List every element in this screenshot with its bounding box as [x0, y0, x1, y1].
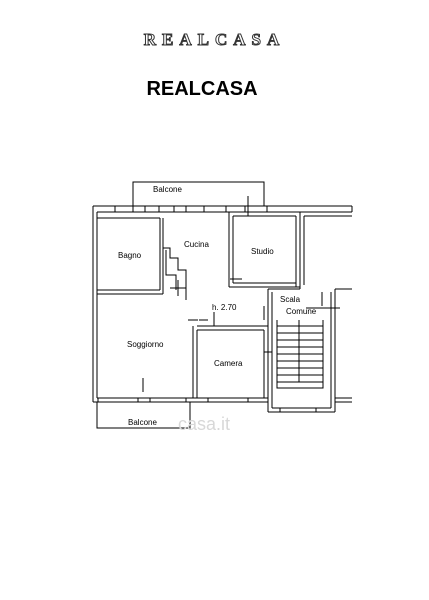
label-cucina: Cucina	[184, 240, 209, 249]
door-marks	[142, 196, 340, 392]
casa-it-watermark: casa.it	[178, 414, 230, 434]
windows	[97, 205, 317, 413]
label-soggiorno: Soggiorno	[127, 340, 164, 349]
label-comune: Comune	[286, 307, 317, 316]
label-height: h. 2.70	[212, 303, 237, 312]
page-title: REALCASA	[146, 78, 258, 100]
label-scala: Scala	[280, 295, 301, 304]
balcony-bottom	[96, 401, 191, 429]
label-camera: Camera	[214, 359, 243, 368]
realcasa-logo: REALCASA	[143, 30, 286, 50]
stairs	[276, 320, 324, 389]
label-bagno: Bagno	[118, 251, 142, 260]
interior-walls	[97, 212, 300, 398]
label-balcone-bottom: Balcone	[128, 418, 157, 427]
label-balcone-top: Balcone	[153, 185, 182, 194]
label-studio: Studio	[251, 247, 274, 256]
